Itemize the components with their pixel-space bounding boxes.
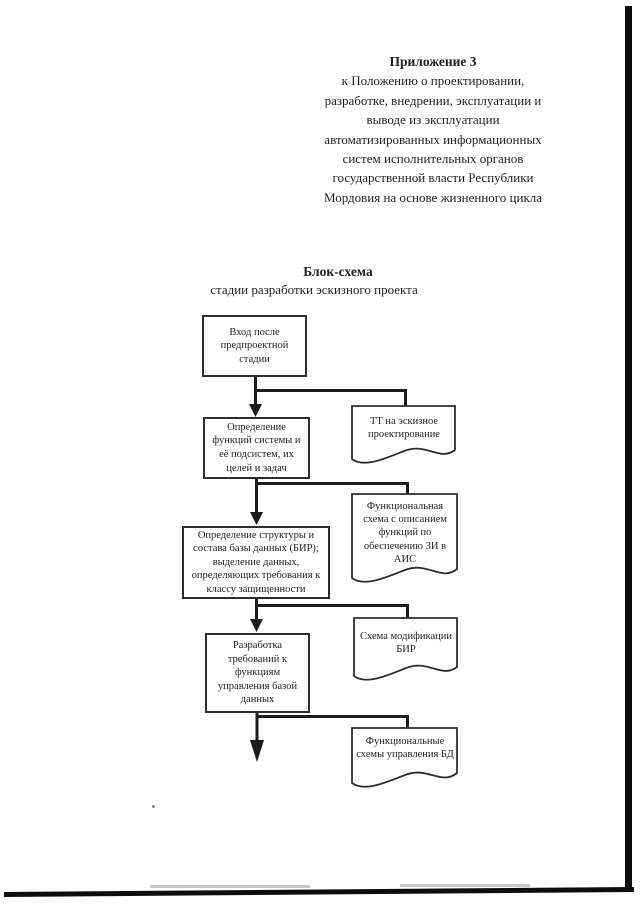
document-shape [351,493,458,583]
scan-speck [152,805,155,808]
document-label: ТТ на эскизное проектирование [368,416,440,441]
process-box-entry: Вход после предпроектной стадии [202,315,307,377]
appendix-header-line: государственной власти Республики [332,170,534,186]
document-label: Схема модификации БИР [360,631,452,656]
arrowhead-down-icon [250,512,263,525]
process-box-label: Разработка требований к функциям управле… [217,640,298,706]
scan-smudge [150,885,310,888]
scan-edge-right [625,6,632,890]
process-box-develop-requirements: Разработка требований к функциям управле… [205,633,310,713]
process-box-define-db-structure: Определение структуры и состава базы дан… [182,526,330,599]
appendix-header: Приложение 3 к Положению о проектировани… [292,52,574,207]
process-box-label: Вход после предпроектной стадии [220,326,289,365]
document-shape [351,727,458,788]
appendix-header-line: автоматизированных информационных [324,131,542,147]
scan-smudge [400,884,530,887]
diagram-subtitle: стадии разработки эскизного проекта [210,282,418,297]
appendix-title: Приложение 3 [389,54,477,69]
appendix-header-line: выводе из эксплуатации [366,112,500,128]
diagram-title: Блок-схема [303,264,373,279]
process-box-label: Определение структуры и состава базы дан… [191,529,321,595]
document-label: Функциональные схемы управления БД [356,736,454,761]
arrowhead-down-icon [250,740,264,762]
document-shape [353,617,458,681]
arrowhead-down-icon [250,619,263,632]
appendix-header-line: Мордовия на основе жизненного цикла [323,189,543,205]
process-box-define-functions: Определение функций системы и её подсист… [203,417,310,479]
arrowhead-down-icon [249,404,262,417]
document-label: Функциональная схема с описанием функций… [363,501,447,565]
appendix-header-line: систем исполнительных органов [342,151,524,167]
appendix-header-line: разработке, внедрении, эксплуатации и [324,92,542,108]
appendix-header-line: к Положению о проектировании, [341,73,525,89]
document-shape [351,405,456,464]
process-box-label: Определение функций системы и её подсист… [212,421,301,474]
